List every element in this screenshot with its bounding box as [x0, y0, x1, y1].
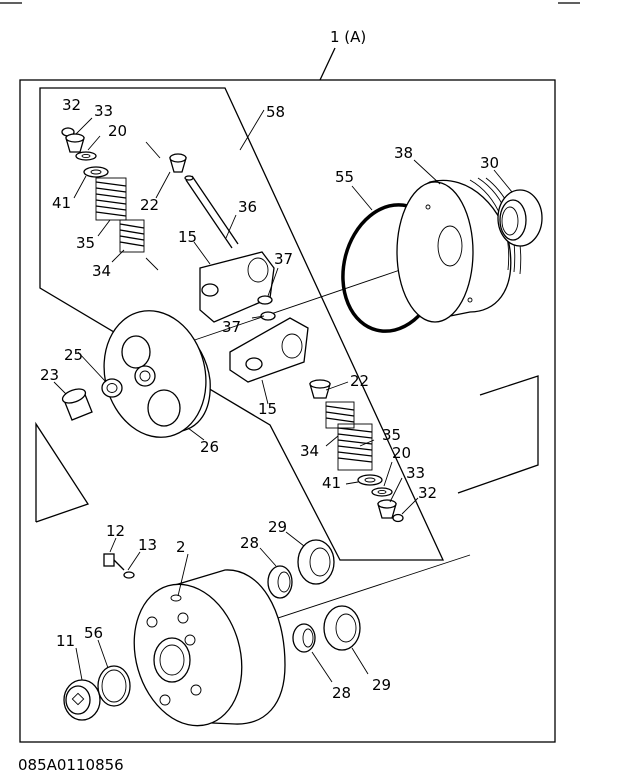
- bolt-12: [103, 553, 125, 571]
- callout-32-bottom: 32: [418, 484, 437, 502]
- callout-37-upper: 37: [274, 250, 293, 268]
- plug-33-top: [65, 133, 85, 153]
- washer-41-bottom: [357, 474, 383, 486]
- o-ring-37-upper: [257, 295, 273, 305]
- o-ring-37-lower: [260, 311, 276, 321]
- spring-35-bottom: [337, 423, 373, 471]
- spring-34-top: [119, 219, 145, 253]
- pin-36: [184, 175, 239, 249]
- valve-block-15-bottom: [229, 317, 309, 383]
- callout-28-lower: 28: [332, 684, 351, 702]
- assembly-frame: [19, 79, 556, 743]
- plate-26: [103, 310, 211, 438]
- callout-56: 56: [84, 624, 103, 642]
- callout-36: 36: [238, 198, 257, 216]
- callout-11: 11: [56, 632, 75, 650]
- break-mark-lower: [145, 257, 159, 271]
- callout-12: 12: [106, 522, 125, 540]
- callout-28-upper: 28: [240, 534, 259, 552]
- callout-29-lower: 29: [372, 676, 391, 694]
- ring-25: [101, 378, 123, 398]
- callout-20-bottom: 20: [392, 444, 411, 462]
- callout-34-top: 34: [92, 262, 111, 280]
- cover-38: [396, 177, 522, 323]
- seal-28-upper: [267, 565, 293, 599]
- seal-29-lower: [323, 605, 361, 651]
- bracket-right: [457, 375, 539, 494]
- spring-34-bottom: [325, 401, 355, 429]
- plug-22-bottom: [309, 379, 331, 399]
- callout-55: 55: [335, 168, 354, 186]
- callout-35-top: 35: [76, 234, 95, 252]
- callout-41-top: 41: [52, 194, 71, 212]
- bracket-left: [35, 421, 89, 523]
- plug-11: [63, 679, 101, 721]
- seal-28-lower: [292, 623, 316, 653]
- housing-2: [133, 569, 286, 727]
- callout-15-top: 15: [178, 228, 197, 246]
- valve-block-15-top: [199, 251, 275, 323]
- callout-35-bottom: 35: [382, 426, 401, 444]
- callout-32-top: 32: [62, 96, 81, 114]
- screw-32-bottom: [392, 513, 404, 523]
- callout-37-lower: 37: [222, 318, 241, 336]
- callout-13: 13: [138, 536, 157, 554]
- callout-26: 26: [200, 438, 219, 456]
- plug-23: [61, 388, 93, 421]
- callout-22-bottom: 22: [350, 372, 369, 390]
- callout-34-bottom: 34: [300, 442, 319, 460]
- break-mark-upper: [145, 141, 161, 159]
- leader-lines: [53, 109, 513, 683]
- callout-20-top: 20: [108, 122, 127, 140]
- callout-33-bottom: 33: [406, 464, 425, 482]
- callout-29-upper: 29: [268, 518, 287, 536]
- drawing-code: 085A0110856: [18, 756, 124, 774]
- callout-33-top: 33: [94, 102, 113, 120]
- ring-13: [123, 571, 135, 579]
- callout-25: 25: [64, 346, 83, 364]
- plug-22-top: [169, 153, 187, 173]
- axis-line-upper: [179, 269, 401, 346]
- callout-30: 30: [480, 154, 499, 172]
- seal-30: [497, 189, 543, 247]
- callout-2: 2: [176, 538, 186, 556]
- assembly-label: 1 (A): [330, 28, 366, 46]
- callout-41-bottom: 41: [322, 474, 341, 492]
- spring-35-top: [95, 177, 127, 221]
- callout-58: 58: [266, 103, 285, 121]
- washer-20-bottom: [371, 487, 393, 497]
- callout-22-top: 22: [140, 196, 159, 214]
- callout-23: 23: [40, 366, 59, 384]
- callout-38: 38: [394, 144, 413, 162]
- o-ring-56: [97, 665, 131, 707]
- seal-29-upper: [297, 539, 335, 585]
- assembly-leader: [319, 47, 336, 81]
- washer-20-top: [75, 151, 97, 161]
- washer-41-top: [83, 166, 109, 178]
- sub-assembly-outline: [39, 87, 445, 561]
- callout-15-bottom: 15: [258, 400, 277, 418]
- plug-33-bottom: [377, 499, 397, 519]
